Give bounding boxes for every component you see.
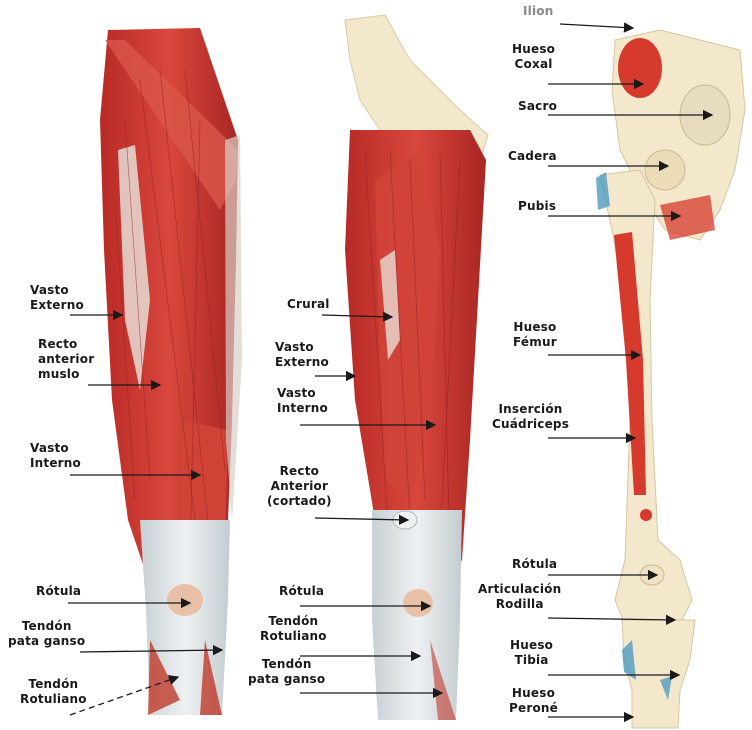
label-middle-vasto-externo: Vasto Externo: [275, 340, 329, 370]
label-right-insercion-cuadriceps: Inserción Cuádriceps: [492, 402, 569, 432]
middle-patella: [403, 589, 433, 617]
label-middle-tendon-pata-ganso: Tendón pata ganso: [248, 657, 325, 687]
label-right-hueso-perone: Hueso Peroné: [509, 686, 558, 716]
label-middle-tendon-rotuliano: Tendón Rotuliano: [260, 614, 327, 644]
label-left-recto-anterior: Recto anterior muslo: [38, 337, 94, 382]
label-middle-vasto-interno: Vasto Interno: [277, 386, 328, 416]
label-left-rotula: Rótula: [36, 584, 81, 599]
label-middle-crural: Crural: [287, 297, 330, 312]
label-left-tendon-rotuliano: Tendón Rotuliano: [20, 677, 87, 707]
label-right-pubis: Pubis: [518, 199, 556, 214]
right-ilion-marrow: [618, 38, 662, 98]
middle-leg-deep: [345, 15, 488, 720]
label-middle-recto-anterior-cortado: Recto Anterior (cortado): [267, 464, 332, 509]
arrow-right-icon: [560, 24, 633, 28]
label-left-vasto-externo: Vasto Externo: [30, 283, 84, 313]
label-middle-rotula: Rótula: [279, 584, 324, 599]
label-right-cadera: Cadera: [508, 149, 557, 164]
right-femur: [600, 170, 692, 625]
right-hip-socket: [645, 150, 685, 190]
label-left-vasto-interno: Vasto Interno: [30, 441, 81, 471]
label-right-hueso-femur: Hueso Fémur: [513, 320, 557, 350]
label-right-hueso-coxal: Hueso Coxal: [512, 42, 555, 72]
label-right-articulacion-rodilla: Articulación Rodilla: [478, 582, 561, 612]
label-right-ilion: Ilion: [523, 4, 553, 19]
right-skeleton: [596, 30, 745, 728]
label-right-hueso-tibia: Hueso Tibia: [510, 638, 553, 668]
label-left-tendon-pata-ganso: Tendón pata ganso: [8, 619, 85, 649]
label-right-sacro: Sacro: [518, 99, 557, 114]
left-patella: [167, 584, 203, 616]
label-right-rotula: Rótula: [512, 557, 557, 572]
left-leg-superficial: [100, 28, 242, 715]
